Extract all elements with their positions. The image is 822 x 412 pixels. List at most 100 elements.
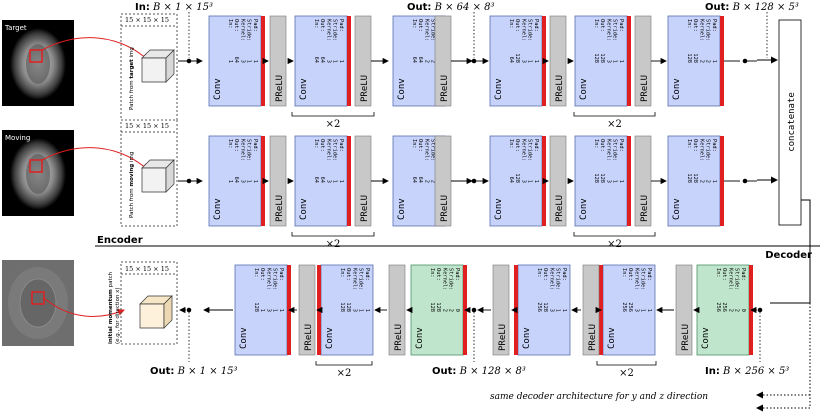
final-output-shape-label: Out: B × 1 × 15³ [150,366,238,377]
prelu-layer-0: PReLU [298,264,316,356]
repeat-label: ×2 [607,119,622,130]
conv-param-key: Stride: [705,139,711,161]
prelu-label: PReLU [498,324,508,351]
conv-param-value: 3 [325,180,331,183]
conv-param-key: Kernel: [239,19,245,41]
prelu-body [298,264,316,356]
conv-label: Conv [579,198,589,220]
conv-param-key: Pad: [338,19,344,32]
conv-param-key: Kernel: [441,268,447,290]
conv-body [667,135,721,227]
conv-param-value: 1 [338,180,344,183]
conv-param-key: Out: [514,139,520,152]
conv-param-value: 64 [313,177,319,183]
conv-param-value: 64 [508,57,514,63]
conv-param-key: Out: [599,139,605,152]
conv-param-value: 3 [239,180,245,183]
conv-param-key: In: [593,19,599,29]
conv-param-value: 2 [727,309,733,312]
prelu-body [582,264,600,356]
conv-param-key: In: [429,268,435,278]
conv-param-key: In: [593,139,599,149]
conv-param-key: Pad: [278,268,284,281]
conv-param-key: Pad: [454,268,460,281]
conv-param-key: Stride: [612,19,618,41]
conv-param-value: 1 [358,309,364,312]
conv-output-bar [347,136,351,226]
prelu-layer-3: PReLU [582,264,600,356]
decoder-title: Decoder [765,250,812,261]
prelu-label: PReLU [440,75,450,102]
conv-param-value: 1 [252,180,258,183]
conv-param-value: 2 [705,180,711,183]
repeat-label: ×2 [326,119,341,130]
conv-param-key: Kernel: [520,19,526,41]
encoder-title: Encoder [97,235,143,246]
prelu-layer-1: PReLU [354,15,372,107]
conv-param-value: 2 [698,180,704,183]
conv-param-value: 1 [618,180,624,183]
conv-param-value: 3 [239,60,245,63]
conv-param-value: 128 [686,173,692,183]
momentum-pointer-arrow [43,297,125,317]
concat-to-decoder-link [770,199,811,304]
conv-param-value: 1 [332,60,338,63]
conv-param-value: 2 [734,309,740,312]
conv-output-bar [720,136,724,226]
conv-body [320,264,374,356]
moving-brain-image: Moving [2,130,74,216]
right-output-shape-label: Out: B × 128 × 5³ [705,2,799,13]
conv-param-value: 1 [246,180,252,183]
prelu-label: PReLU [555,75,565,102]
prelu-layer-1: PReLU [354,135,372,227]
conv-param-key: Out: [542,268,548,281]
input-shape-label: In: B × 1 × 15³ [135,2,213,13]
conv-body [208,15,262,107]
conv-param-key: Kernel: [605,19,611,41]
conv-param-value: 3 [633,309,639,312]
conv-param-value: 3 [351,309,357,312]
repeat-label: ×2 [337,368,352,379]
conv-param-key: Out: [514,19,520,32]
conv-param-key: Out: [233,139,239,152]
conv-param-value: 1 [252,60,258,63]
conv-output-bar [347,16,351,106]
conv-param-value: 1 [555,309,561,312]
target-patch-panel: 15 × 15 × 15 Patch from target img [120,13,178,121]
conv-param-value: 64 [319,177,325,183]
target-patch-highlight [29,49,43,63]
conv-param-key: Stride: [640,268,646,290]
conv-param-value: 3 [605,60,611,63]
conv-output-bar [627,136,631,226]
prelu-label: PReLU [360,75,370,102]
conv-param-value: 128 [692,53,698,63]
prelu-body [269,15,287,107]
prelu-label: PReLU [275,75,285,102]
conv-label: Conv [494,78,504,100]
conv-param-value: 1 [272,309,278,312]
junction-dot [471,307,477,313]
conv-label: Conv [579,78,589,100]
conv-param-key: In: [508,19,514,29]
conv-param-key: Kernel: [325,139,331,161]
conv-param-key: Stride: [555,268,561,290]
conv-param-key: Stride: [246,19,252,41]
moving-patch-highlight [29,159,43,173]
conv-param-key: Kernel: [423,19,429,41]
target-patch-cube [141,49,175,83]
conv-param-key: Out: [692,139,698,152]
conv-param-key: In: [536,268,542,278]
conv-param-value: 128 [514,173,520,183]
conv-param-key: Pad: [252,139,258,152]
conv-param-value: 64 [233,177,239,183]
conv-param-value: 1 [527,180,533,183]
conv-param-key: Pad: [618,19,624,32]
output-patch-panel: 15 × 15 × 15 initial momentum patch (e.g… [108,261,178,345]
conv-body [489,15,543,107]
conv-param-value: 2 [448,309,454,312]
